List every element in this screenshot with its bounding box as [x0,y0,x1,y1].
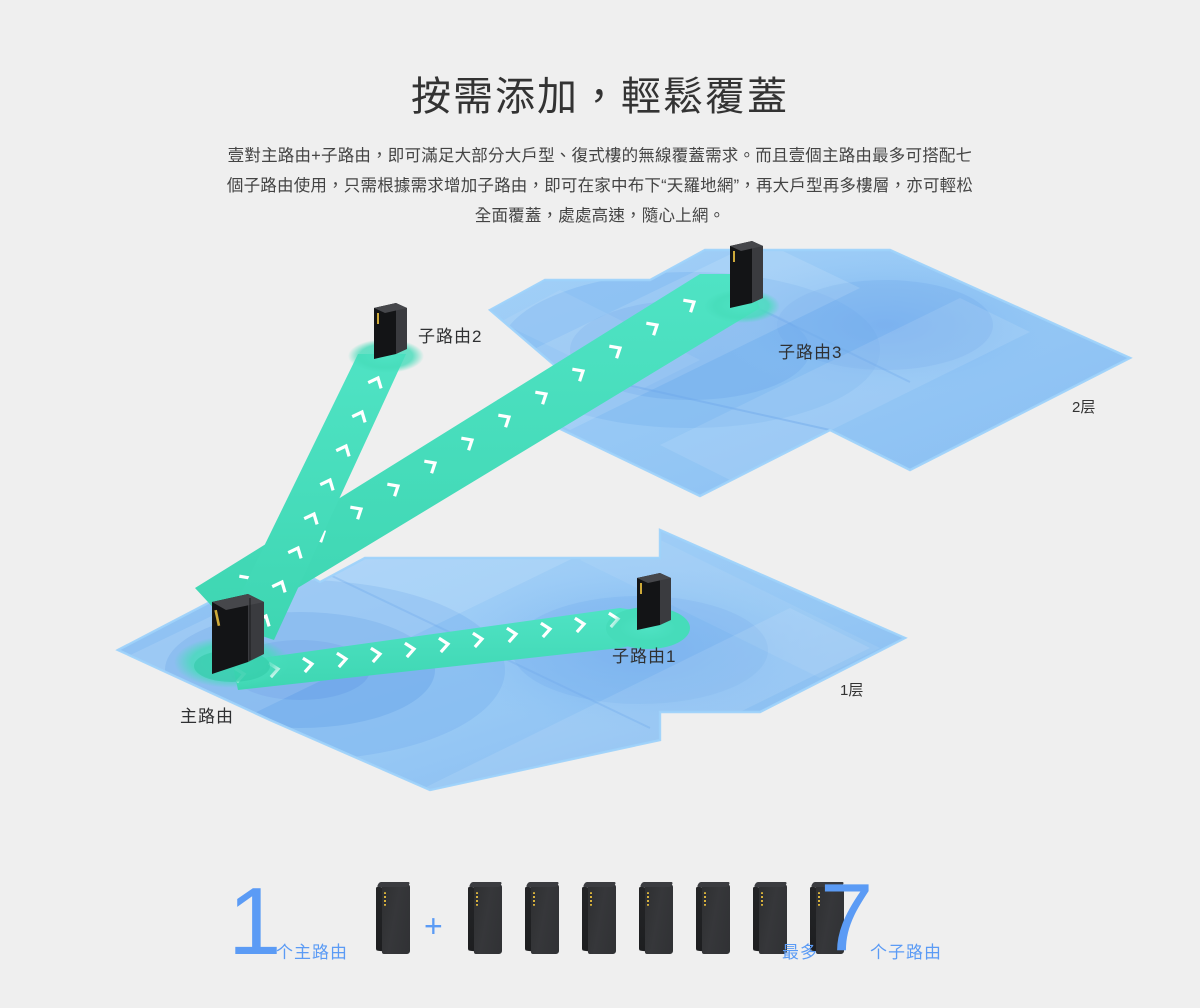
floor-label-1: 1层 [840,682,863,699]
device-top-face [696,882,731,887]
intro-paragraph: 壹對主路由+子路由，即可滿足大部分大戶型、復式樓的無線覆蓋需求。而且壹個主路由最… [226,146,974,225]
device-top-face [639,882,674,887]
main-router-count-caption: 个主路由 [276,943,348,962]
device-front-face [474,884,502,954]
floor-label-2: 2层 [1072,399,1095,416]
device-sub-router-4 [639,882,674,954]
node-label-sub-router-2: 子路由2 [418,327,482,346]
device-front-face [588,884,616,954]
device-top-face [753,882,788,887]
device-led-indicator [647,892,649,906]
node-main-router[interactable] [174,594,290,688]
node-sub-router-3[interactable] [704,241,780,323]
device-front-face [531,884,559,954]
coverage-diagram: 主路由 子路由1 子路由2 [0,230,1200,830]
node-label-sub-router-3: 子路由3 [778,343,842,362]
device-front-face [816,884,844,954]
sub-router-count-number: 7 [820,864,874,971]
device-top-face [376,882,411,887]
device-led-indicator [818,892,820,906]
sub-router-count-caption: 个子路由 [870,943,942,962]
node-label-sub-router-1: 子路由1 [612,647,676,666]
main-router-count-number: 1 [228,868,282,975]
max-prefix-label: 最多 [782,943,818,962]
device-led-indicator [384,892,386,906]
device-led-indicator [704,892,706,906]
page-title: 按需添加，輕鬆覆蓋 [411,74,789,119]
device-count-bar: 1 个主路由 + [0,862,1200,992]
device-front-face [702,884,730,954]
device-sub-router-7 [810,882,845,954]
device-top-face [582,882,617,887]
device-led-indicator [761,892,763,906]
device-illustration-row: + [220,862,980,972]
signal-beam-main-to-sub3 [195,274,760,628]
device-sub-router-2 [525,882,560,954]
device-main-router [376,882,411,954]
device-front-face [382,884,410,954]
device-front-face [759,884,787,954]
node-sub-router-1[interactable] [606,573,690,647]
device-top-face [468,882,503,887]
device-sub-router-1 [468,882,503,954]
node-sub-router-2[interactable] [348,303,424,373]
node-label-main-router: 主路由 [180,707,234,726]
device-led-indicator [533,892,535,906]
signal-beam-main-to-sub2 [226,354,406,640]
device-top-face [525,882,560,887]
device-front-face [645,884,673,954]
device-led-indicator [590,892,592,906]
device-sub-router-5 [696,882,731,954]
device-led-indicator [476,892,478,906]
device-sub-router-3 [582,882,617,954]
device-sub-router-6 [753,882,788,954]
plus-sign: + [424,908,443,944]
